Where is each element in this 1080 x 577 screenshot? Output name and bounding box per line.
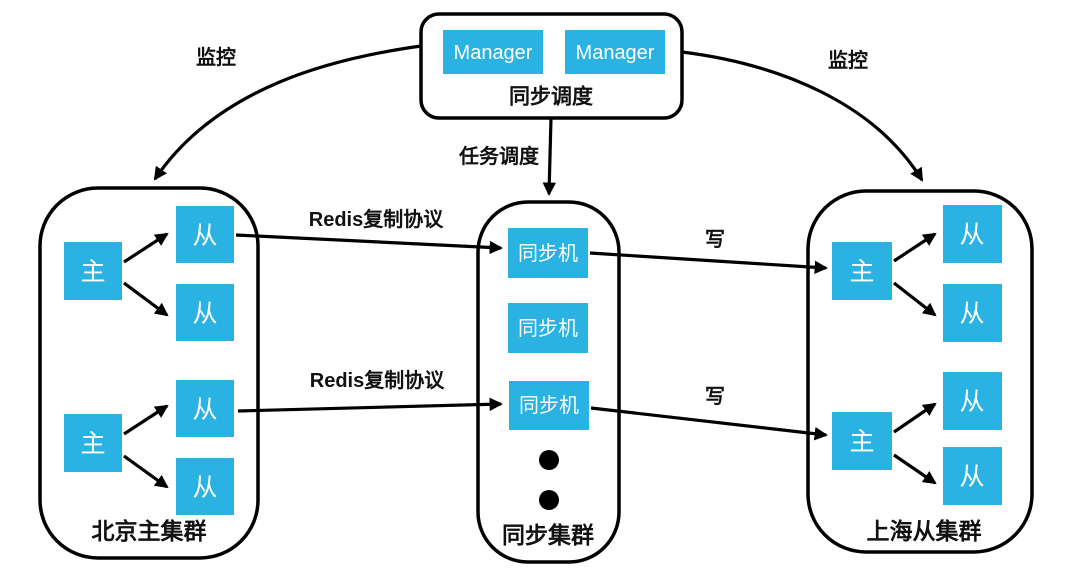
beijing-master1-to-slave2-arrow (123, 281, 169, 317)
shanghai-slave-node-4-label: 从 (959, 463, 984, 491)
cluster-beijing-label: 北京主集群 (92, 518, 207, 544)
sync-machine-node-3 (509, 381, 589, 430)
ellipsis-dot-2 (539, 490, 559, 510)
sync-machine-node-3-label: 同步机 (519, 394, 579, 417)
write-top-arrow (589, 251, 829, 274)
scheduler-label: 同步调度 (509, 85, 593, 109)
cluster-sync: 同步机 同步机 同步机 同步集群 (502, 228, 594, 548)
sync-machine-node-2 (508, 303, 588, 353)
shanghai-slave-node-4 (943, 447, 1002, 505)
beijing-master-node-2-label: 主 (80, 430, 105, 458)
beijing-slave-node-3 (176, 380, 234, 437)
manager-node-2 (565, 30, 665, 74)
beijing-master2-to-slave4-arrow (123, 454, 169, 489)
beijing-slave-node-4-label: 从 (192, 474, 217, 502)
cluster-beijing: 主 从 从 主 从 从 北京主集群 (64, 206, 234, 544)
beijing-master2-to-slave3-arrow (123, 404, 169, 436)
beijing-master-node-2 (64, 414, 122, 472)
task-schedule-label: 任务调度 (458, 144, 540, 168)
sync-machine-node-2-label: 同步机 (518, 317, 578, 340)
redis-protocol-top-arrow (235, 233, 504, 255)
write-bottom-label: 写 (705, 386, 725, 408)
shanghai-slave-node-1 (943, 205, 1002, 263)
shanghai-master-node-1 (832, 242, 892, 300)
shanghai-master2-to-slave3-arrow (893, 402, 937, 434)
shanghai-slave-node-2-label: 从 (959, 300, 984, 328)
sync-machine-node-1-label: 同步机 (518, 242, 578, 265)
sync-machine-node-1 (508, 228, 588, 278)
monitor-right-label: 监控 (828, 48, 868, 72)
beijing-master1-to-slave1-arrow (123, 232, 169, 264)
beijing-slave-node-1-label: 从 (192, 222, 217, 250)
redis-protocol-bottom-arrow (237, 397, 504, 413)
write-top-label: 写 (705, 229, 725, 251)
redis-protocol-top-label: Redis复制协议 (309, 207, 444, 231)
manager-node-2-label: Manager (576, 42, 655, 64)
shanghai-slave-node-1-label: 从 (959, 221, 984, 249)
shanghai-master-node-1-label: 主 (849, 258, 874, 286)
beijing-slave-node-1 (176, 206, 234, 263)
cluster-shanghai: 主 从 从 主 从 从 上海从集群 (832, 205, 1002, 544)
write-bottom-arrow (590, 406, 829, 441)
manager-node-1-label: Manager (454, 42, 533, 64)
monitor-left-arrow (153, 44, 422, 181)
shanghai-master1-to-slave2-arrow (893, 281, 937, 317)
monitor-right-arrow (681, 50, 924, 182)
beijing-slave-node-4 (176, 458, 234, 515)
beijing-slave-node-3-label: 从 (192, 396, 217, 424)
shanghai-slave-node-3-label: 从 (959, 388, 984, 416)
manager-node-1 (443, 30, 543, 74)
task-schedule-arrow (542, 117, 557, 197)
shanghai-master-node-2 (832, 412, 892, 470)
redis-protocol-bottom-label: Redis复制协议 (310, 368, 445, 392)
beijing-master-node-1 (64, 242, 122, 300)
monitor-left-label: 监控 (196, 45, 236, 69)
cluster-sync-label: 同步集群 (502, 522, 594, 548)
beijing-slave-node-2 (176, 284, 234, 341)
shanghai-master2-to-slave4-arrow (893, 453, 937, 485)
shanghai-slave-node-3 (943, 372, 1002, 430)
ellipsis-dot-1 (539, 450, 559, 470)
beijing-slave-node-2-label: 从 (192, 300, 217, 328)
beijing-master-node-1-label: 主 (80, 258, 105, 286)
cluster-shanghai-label: 上海从集群 (867, 518, 982, 544)
shanghai-slave-node-2 (943, 284, 1002, 342)
shanghai-master1-to-slave1-arrow (893, 232, 937, 263)
shanghai-master-node-2-label: 主 (849, 428, 874, 456)
